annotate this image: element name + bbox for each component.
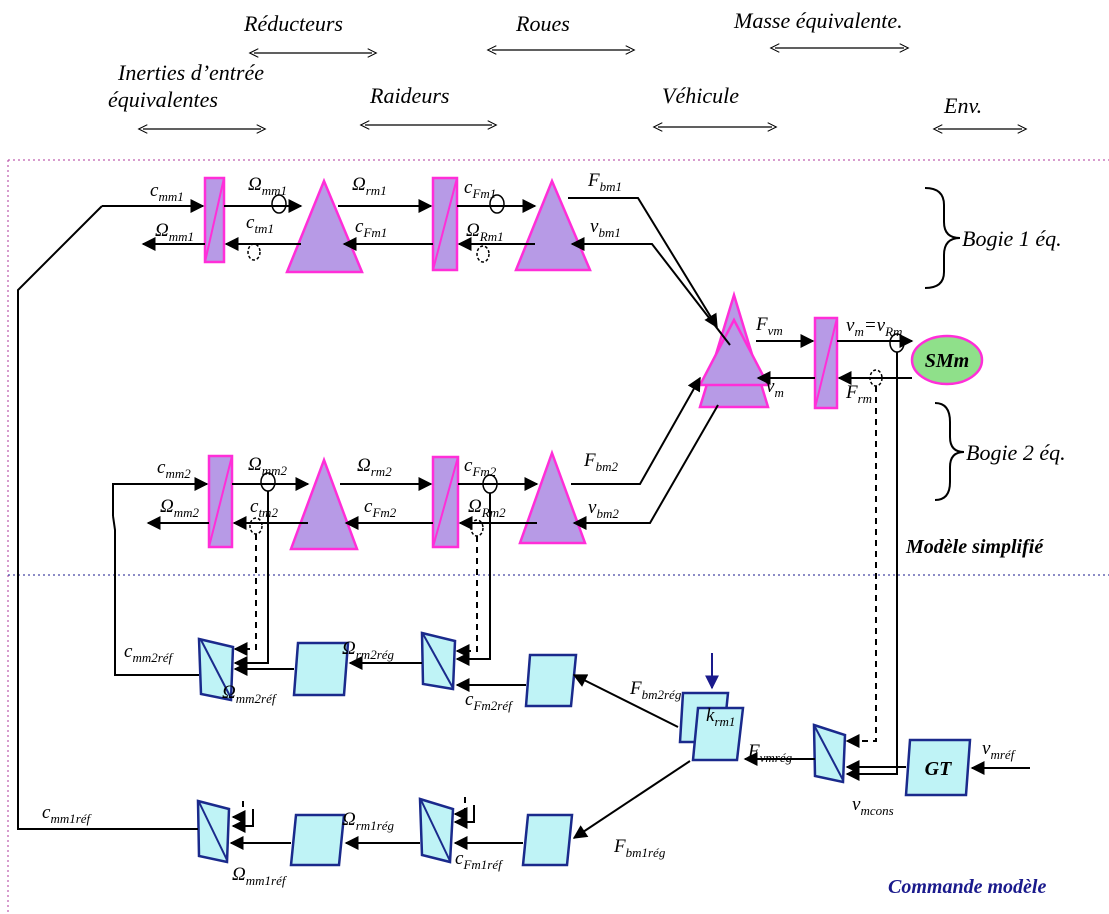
label-f-vm: Fvm	[755, 314, 783, 338]
label-omega-rm1reg: Ωrm1rég	[342, 809, 395, 833]
label-v-bm1: vbm1	[590, 216, 621, 240]
smm-label: SMm	[925, 350, 969, 372]
header-inerties-line1: Inerties d’entrée	[117, 60, 264, 85]
label-c-fm2ref: cFm2réf	[465, 689, 514, 713]
header-vehicule: Véhicule	[662, 83, 739, 108]
header-raideurs: Raideurs	[369, 83, 449, 108]
bogie2-brace	[934, 402, 965, 501]
label-omega-mm2-out: Ωmm2	[160, 496, 200, 520]
label-f-vmreg: Fvmrég	[747, 741, 793, 765]
label-v-m-eq: vm=vRm	[846, 315, 902, 339]
control-links	[17, 205, 1030, 850]
label-c-fm2-a: cFm2	[464, 455, 497, 479]
label-omega-mm1ref: Ωmm1réf	[232, 864, 288, 888]
label-omega-mm2ref: Ωmm2réf	[222, 682, 278, 706]
label-omega-rm2reg: Ωrm2rég	[342, 638, 395, 662]
control-section-label: Commande modèle	[888, 876, 1046, 898]
model-section-label: Modèle simplifié	[905, 536, 1044, 558]
label-c-tm1: ctm1	[246, 212, 274, 236]
variable-labels: cmm1 Ωmm1 Ωmm1 ctm1 Ωrm1 cFm1 cFm1 ΩRm1 …	[42, 170, 1017, 888]
label-omega-rm2-big: ΩRm2	[468, 496, 506, 520]
label-c-fm1-b: cFm1	[355, 216, 387, 240]
label-v-mcons: vmcons	[852, 794, 894, 818]
label-c-mm1ref: cmm1réf	[42, 802, 93, 826]
bogie1-links	[102, 197, 731, 346]
label-c-mm1: cmm1	[150, 180, 184, 204]
header-roues: Roues	[515, 11, 570, 36]
label-k-rm1: krm1	[706, 705, 735, 729]
bogie2-label: Bogie 2 éq.	[966, 440, 1066, 465]
label-f-bm1reg: Fbm1rég	[613, 836, 666, 860]
label-f-bm2reg: Fbm2rég	[629, 678, 682, 702]
control-gt-block	[904, 738, 972, 797]
label-c-fm1ref: cFm1réf	[455, 848, 504, 872]
bogie2-links	[112, 376, 719, 530]
label-v-bm2: vbm2	[588, 497, 619, 521]
vehicle-links	[756, 334, 914, 385]
wheel-triangle-1	[514, 177, 592, 272]
control-block-rm2	[292, 641, 350, 697]
label-omega-rm2: Ωrm2	[357, 455, 392, 479]
environment-source-smm	[910, 334, 984, 386]
bogie1-label: Bogie 1 éq.	[962, 226, 1062, 251]
header-arrows	[143, 48, 1022, 129]
label-omega-mm1-out: Ωmm1	[155, 220, 194, 244]
section-frame	[7, 159, 1109, 914]
label-c-mm2: cmm2	[157, 457, 191, 481]
label-omega-rm1-big: ΩRm1	[466, 220, 504, 244]
reducer-triangle-2	[289, 456, 359, 551]
wheel-triangle-2	[518, 449, 587, 545]
header-env: Env.	[943, 93, 982, 118]
label-c-tm2: ctm2	[250, 496, 278, 520]
header-inerties-line2: équivalentes	[108, 87, 218, 112]
label-c-fm2-b: cFm2	[364, 496, 397, 520]
label-f-bm1: Fbm1	[587, 170, 622, 194]
control-distribution-front	[691, 706, 745, 762]
gt-label: GT	[925, 758, 952, 780]
label-v-m: vm	[766, 376, 784, 400]
reducer-triangle-1	[285, 177, 364, 274]
control-block-bm1	[521, 813, 574, 867]
bogie1-brace	[924, 187, 961, 289]
header-masse: Masse équivalente.	[733, 8, 903, 33]
label-omega-mm1: Ωmm1	[248, 174, 287, 198]
label-v-mref: vmréf	[982, 738, 1017, 762]
label-f-rm: Frm	[845, 382, 872, 406]
vehicle-coupling-triangle-front	[697, 317, 771, 387]
label-c-fm1-a: cFm1	[464, 177, 496, 201]
control-block-rm1	[289, 813, 346, 867]
label-c-mm2ref: cmm2réf	[124, 641, 175, 665]
label-omega-mm2: Ωmm2	[248, 454, 288, 478]
header-reducteurs: Réducteurs	[243, 11, 343, 36]
label-f-bm2: Fbm2	[583, 450, 618, 474]
control-block-bm2	[524, 653, 578, 708]
label-omega-rm1: Ωrm1	[352, 174, 387, 198]
